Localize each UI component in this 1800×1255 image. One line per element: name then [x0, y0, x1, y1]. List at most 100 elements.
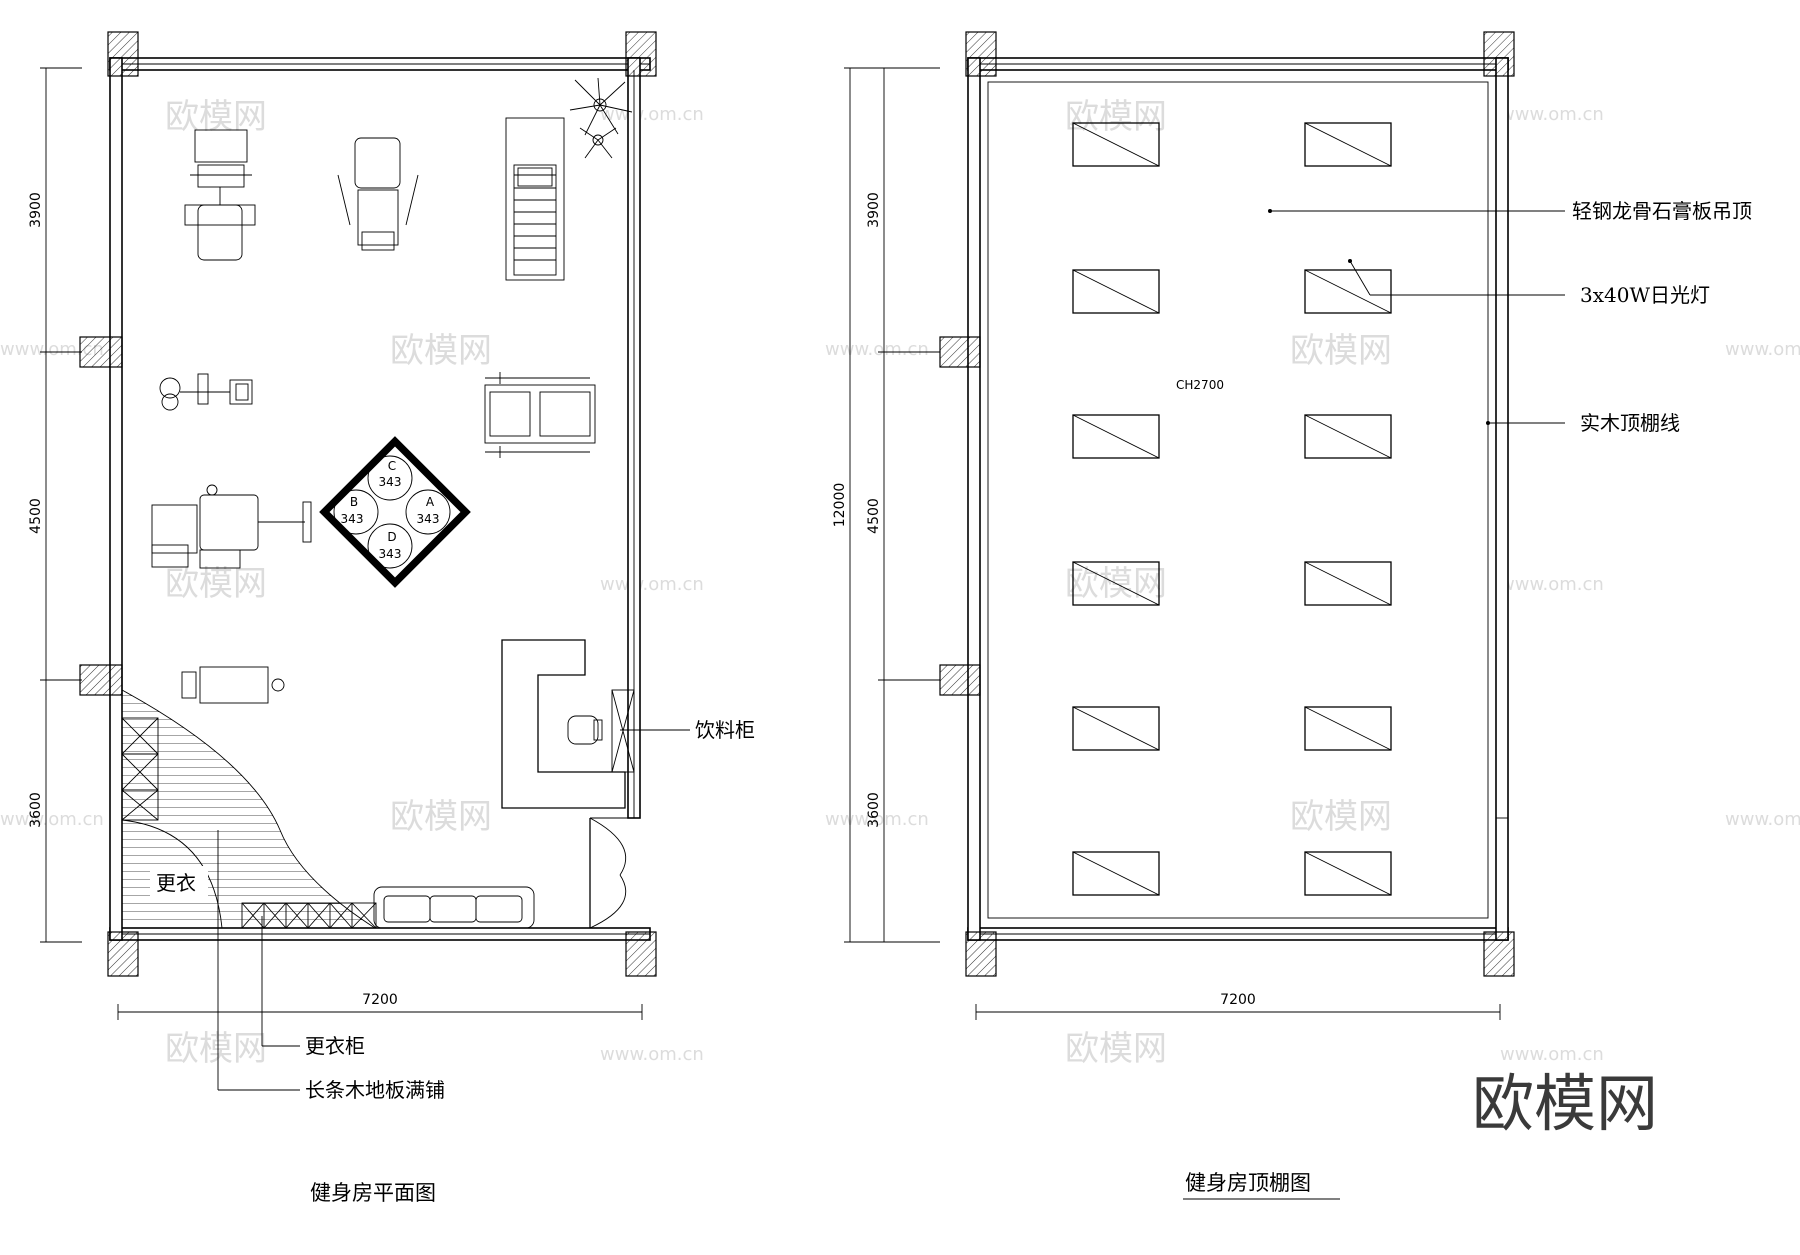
svg-text:欧模网: 欧模网: [390, 797, 492, 837]
svg-text:3600: 3600: [866, 792, 882, 828]
plan-leaders: [217, 729, 690, 1091]
fluorescent-lamp: [1304, 122, 1392, 167]
ceiling-dimension-left: 12000 3900 4500 3600: [832, 67, 940, 943]
column: [107, 31, 139, 77]
fluorescent-lamp: [1072, 561, 1160, 606]
potted-plant: [569, 77, 633, 159]
svg-text:7200: 7200: [1220, 992, 1256, 1008]
fluorescent-lamp: [1304, 414, 1392, 459]
svg-text:www.om.cn: www.om.cn: [1500, 574, 1604, 595]
drink-cabinet-label: 饮料柜: [695, 718, 755, 742]
treadmill: [505, 117, 565, 281]
fluorescent-lamp: [1304, 269, 1392, 314]
column: [939, 336, 981, 368]
column: [1483, 31, 1515, 77]
station-a-value: 343: [417, 512, 440, 526]
station-b-letter: B: [350, 495, 358, 509]
svg-text:7200: 7200: [362, 992, 398, 1008]
svg-text:欧模网: 欧模网: [390, 331, 492, 371]
station-d-value: 343: [379, 547, 402, 561]
svg-text:12000: 12000: [832, 483, 848, 528]
weight-bench: [484, 372, 596, 458]
multi-gym-machine: [151, 484, 312, 569]
wall-left: [967, 57, 981, 941]
leg-press-machine: [184, 129, 256, 261]
svg-text:3900: 3900: [866, 192, 882, 228]
locker-row: [241, 902, 377, 929]
plan-dimension-bottom: 7200: [117, 992, 643, 1020]
floor-plan: 3900 4500 3600 7200: [28, 31, 755, 1205]
locker-label: 更衣柜: [305, 1034, 365, 1058]
fluorescent-lamp: [1072, 122, 1160, 167]
changing-area: 更衣: [121, 689, 376, 929]
lamp-grid: [1072, 122, 1392, 896]
watermark-brand: 欧模网 欧模网 欧模网 欧模网 欧模网 欧模网 欧模网 欧模网 欧模网 欧模网: [165, 97, 1392, 1069]
svg-text:www.om.cn: www.om.cn: [825, 809, 929, 830]
svg-text:3600: 3600: [28, 792, 44, 828]
column: [965, 31, 997, 77]
svg-text:4500: 4500: [866, 498, 882, 534]
double-door: [589, 817, 640, 929]
changing-label: 更衣: [156, 871, 196, 895]
fluorescent-lamp: [1072, 414, 1160, 459]
svg-text:www.om.cn: www.om.cn: [0, 339, 104, 360]
svg-text:www.om.cn: www.om.cn: [1500, 104, 1604, 125]
drink-cabinet: [611, 689, 635, 773]
svg-text:www.om.cn: www.om.cn: [825, 339, 929, 360]
wall-left: [109, 57, 123, 941]
wood-line-label: 实木顶棚线: [1580, 411, 1680, 435]
svg-text:3900: 3900: [28, 192, 44, 228]
column: [1483, 931, 1515, 977]
ceiling-leaders: [1268, 209, 1565, 425]
station-c-letter: C: [388, 459, 396, 473]
station-a-letter: A: [426, 495, 435, 509]
station-d-letter: D: [387, 530, 396, 544]
column: [625, 31, 657, 77]
column: [107, 931, 139, 977]
fluorescent-lamp: [1072, 851, 1160, 896]
station-c-value: 343: [379, 475, 402, 489]
watermark-layer: 欧模网 欧模网 欧模网 欧模网 欧模网 欧模网 欧模网 欧模网 欧模网 欧模网 …: [0, 97, 1800, 1069]
column: [625, 931, 657, 977]
fluorescent-lamp: [1304, 706, 1392, 751]
ceiling-title: 健身房顶棚图: [1185, 1171, 1311, 1195]
chest-press-machine: [337, 137, 419, 251]
ceiling-dimension-bottom: 7200: [975, 992, 1501, 1020]
column: [939, 664, 981, 696]
exercise-bike: [159, 373, 253, 411]
fluorescent-lamp: [1304, 851, 1392, 896]
column: [79, 336, 123, 368]
svg-text:欧模网: 欧模网: [165, 97, 267, 137]
svg-text:4500: 4500: [28, 498, 44, 534]
fluorescent-lamp: [1072, 269, 1160, 314]
svg-text:www.om.cn: www.om.cn: [600, 104, 704, 125]
sofa: [373, 886, 535, 929]
station-b-value: 343: [341, 512, 364, 526]
svg-text:欧模网: 欧模网: [165, 564, 267, 604]
svg-text:www.om.cn: www.om.cn: [1500, 1044, 1604, 1065]
svg-text:欧模网: 欧模网: [165, 1029, 267, 1069]
svg-text:www.om.cn: www.om.cn: [1725, 809, 1800, 830]
chair: [567, 715, 599, 745]
fluorescent-lamp: [1072, 706, 1160, 751]
svg-text:www.om.cn: www.om.cn: [600, 1044, 704, 1065]
ceiling-plan: 12000 3900 4500 3600 7200 CH2700: [832, 31, 1752, 1200]
ceiling-board-label: 轻钢龙骨石膏板吊顶: [1572, 199, 1752, 223]
lamp-label: 3x40W日光灯: [1580, 283, 1710, 307]
svg-text:欧模网: 欧模网: [1065, 97, 1167, 137]
plan-title: 健身房平面图: [310, 1181, 436, 1205]
fluorescent-lamp: [1304, 561, 1392, 606]
svg-text:www.om.cn: www.om.cn: [600, 574, 704, 595]
four-station-machine: C 343 B 343 A 343 D 343: [319, 436, 471, 588]
svg-text:欧模网: 欧模网: [1290, 797, 1392, 837]
svg-text:欧模网: 欧模网: [1290, 331, 1392, 371]
svg-text:www.om.cn: www.om.cn: [0, 809, 104, 830]
svg-text:欧模网: 欧模网: [1065, 1029, 1167, 1069]
wood-ceiling-line: [987, 81, 1489, 919]
ceiling-height-label: CH2700: [1176, 378, 1224, 392]
floor-label: 长条木地板满铺: [305, 1078, 445, 1102]
watermark-url: www.om.cn www.om.cn www.om.cn www.om.cn …: [0, 104, 1800, 1065]
column: [79, 664, 123, 696]
column: [965, 931, 997, 977]
